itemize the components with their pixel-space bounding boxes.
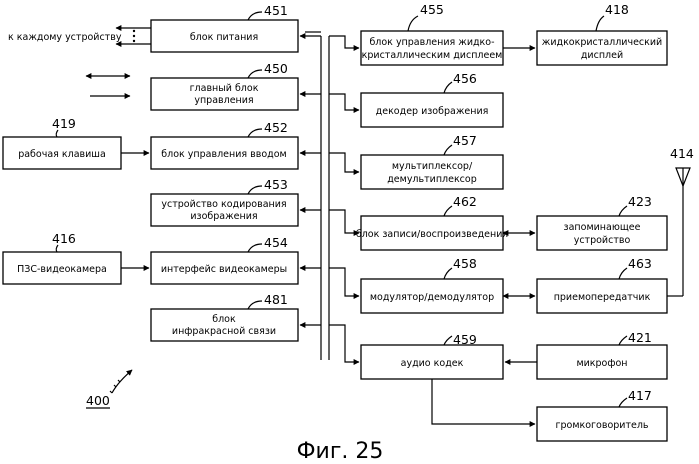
- block-record-playback: блок записи/воспроизведения: [356, 216, 508, 250]
- bus-left-connectors: [300, 36, 321, 325]
- block-lcd-controller-label-2: кристаллическим дисплеем: [362, 50, 503, 61]
- block-speaker-label: громкоговоритель: [555, 420, 648, 431]
- ref-455: 455: [420, 2, 444, 17]
- block-audio-codec: аудио кодек: [361, 345, 503, 379]
- figure-caption: Фиг. 25: [297, 439, 384, 464]
- ref-456: 456: [453, 71, 477, 86]
- block-image-decoder: декодер изображения: [361, 93, 503, 127]
- block-storage: запоминающее устройство: [537, 216, 667, 250]
- ref-459: 459: [453, 332, 477, 347]
- bus-lines: [305, 32, 329, 360]
- block-operation-key: рабочая клавиша: [3, 137, 121, 169]
- power-output-label: к каждому устройству: [8, 32, 122, 43]
- block-transceiver: приемопередатчик: [537, 279, 667, 313]
- block-lcd-controller-label-1: блок управления жидко-: [369, 37, 494, 48]
- block-audio-codec-label: аудио кодек: [401, 358, 464, 369]
- block-multiplexer: мультиплексор/ демультиплексор: [361, 155, 503, 189]
- block-multiplexer-label-2: демультиплексор: [387, 174, 477, 185]
- block-input-control-label: блок управления вводом: [161, 149, 286, 160]
- block-camera-interface: интерфейс видеокамеры: [151, 252, 298, 284]
- ref-421: 421: [628, 330, 652, 345]
- block-power-supply-label: блок питания: [190, 32, 258, 43]
- ref-423: 423: [628, 194, 652, 209]
- ref-419: 419: [52, 116, 76, 131]
- block-modem-label: модулятор/демодулятор: [370, 292, 494, 303]
- system-reference: 400: [86, 370, 132, 408]
- block-speaker: громкоговоритель: [537, 407, 667, 441]
- block-camera-interface-label: интерфейс видеокамеры: [161, 264, 287, 275]
- ref-451: 451: [264, 3, 288, 18]
- ref-462: 462: [453, 194, 477, 209]
- ref-457: 457: [453, 133, 477, 148]
- block-infrared: блок инфракрасной связи: [151, 309, 298, 341]
- block-lcd-label-1: жидкокристаллический: [542, 37, 662, 48]
- ref-418: 418: [605, 2, 629, 17]
- input-connectors: [121, 153, 149, 268]
- block-microphone-label: микрофон: [576, 358, 627, 369]
- block-operation-key-label: рабочая клавиша: [18, 149, 106, 160]
- block-microphone: микрофон: [537, 345, 667, 379]
- block-ccd-camera: ПЗС-видеокамера: [3, 252, 121, 284]
- block-infrared-label-2: инфракрасной связи: [172, 326, 276, 337]
- ref-400: 400: [86, 393, 110, 408]
- block-modem: модулятор/демодулятор: [361, 279, 503, 313]
- ref-453: 453: [264, 177, 288, 192]
- antenna-icon: [667, 168, 690, 296]
- ref-463: 463: [628, 256, 652, 271]
- block-input-control: блок управления вводом: [151, 137, 298, 169]
- block-lcd-label-2: дисплей: [581, 50, 623, 61]
- block-power-supply: блок питания: [151, 20, 298, 52]
- ref-450: 450: [264, 61, 288, 76]
- ref-454: 454: [264, 235, 288, 250]
- ref-417: 417: [628, 388, 652, 403]
- block-main-control-label-2: управления: [194, 95, 253, 106]
- block-ccd-camera-label: ПЗС-видеокамера: [17, 264, 107, 275]
- ref-452: 452: [264, 120, 288, 135]
- bus-right-connectors: [329, 36, 359, 362]
- ref-416: 416: [52, 231, 76, 246]
- block-storage-label-1: запоминающее: [564, 222, 641, 233]
- block-storage-label-2: устройство: [574, 235, 631, 246]
- ref-414: 414: [670, 146, 694, 161]
- legend-arrows: [86, 76, 130, 96]
- block-lcd-controller: блок управления жидко- кристаллическим д…: [361, 31, 503, 65]
- block-record-playback-label: блок записи/воспроизведения: [356, 229, 508, 240]
- ref-481: 481: [264, 292, 288, 307]
- power-output-arrows: к каждому устройству: [8, 28, 151, 44]
- ref-458: 458: [453, 256, 477, 271]
- block-lcd: жидкокристаллический дисплей: [537, 31, 667, 65]
- block-image-decoder-label: декодер изображения: [376, 106, 489, 117]
- block-multiplexer-label-1: мультиплексор/: [392, 161, 473, 172]
- block-infrared-label-1: блок: [212, 314, 236, 325]
- block-main-control: главный блок управления: [151, 78, 298, 110]
- block-image-encoder: устройство кодирования изображения: [151, 194, 298, 226]
- block-image-encoder-label-2: изображения: [190, 211, 257, 222]
- block-transceiver-label: приемопередатчик: [554, 292, 651, 303]
- block-image-encoder-label-1: устройство кодирования: [161, 199, 286, 210]
- block-main-control-label-1: главный блок: [190, 83, 259, 94]
